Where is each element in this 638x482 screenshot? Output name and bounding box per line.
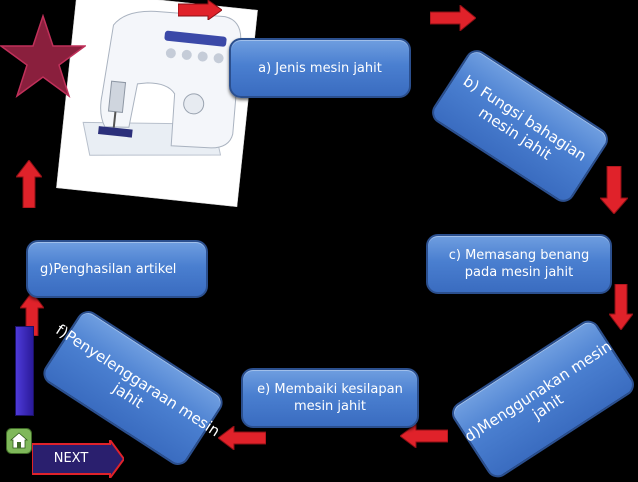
- arrow-bottom-right-icon: [400, 424, 448, 448]
- step-a-label: a) Jenis mesin jahit: [258, 60, 382, 76]
- step-g-label: g)Penghasilan artikel: [40, 261, 177, 277]
- arrow-down-right-1-icon: [600, 166, 628, 214]
- arrow-bottom-left-icon: [218, 426, 266, 450]
- step-d-label-line2: jahit: [529, 390, 567, 424]
- step-e-label-line1: e) Membaiki kesilapan: [257, 382, 403, 397]
- star-icon: [0, 13, 88, 100]
- next-button[interactable]: NEXT: [31, 436, 126, 482]
- step-g-box[interactable]: g)Penghasilan artikel: [26, 240, 208, 298]
- step-e-box[interactable]: e) Membaiki kesilapan mesin jahit: [241, 368, 419, 428]
- next-button-label: NEXT: [53, 451, 89, 466]
- arrow-up-left-1-icon: [20, 292, 44, 336]
- arrow-top-right-icon: [430, 5, 476, 31]
- arrow-up-left-2-icon: [16, 160, 42, 208]
- arrow-top-left-icon: [178, 0, 222, 20]
- arrow-down-right-2-icon: [609, 284, 633, 330]
- step-c-label-line1: c) Memasang benang: [448, 248, 590, 263]
- step-d-box[interactable]: d)Menggunakan mesin jahit: [447, 316, 638, 482]
- side-nav-button[interactable]: [15, 326, 34, 416]
- step-f-label-line1: f)Penyelenggaraan mesin: [52, 320, 224, 441]
- step-d-label-line1: d)Menggunakan mesin: [461, 337, 615, 446]
- step-a-box[interactable]: a) Jenis mesin jahit: [229, 38, 411, 98]
- step-b-box[interactable]: b) Fungsi bahagian mesin jahit: [427, 45, 613, 207]
- sewing-machine-image: [55, 0, 259, 208]
- home-icon[interactable]: [6, 428, 32, 454]
- step-e-label-line2: mesin jahit: [294, 399, 366, 414]
- step-c-box[interactable]: c) Memasang benang pada mesin jahit: [426, 234, 612, 294]
- step-f-label-line2: jahit: [109, 379, 147, 413]
- step-c-label-line2: pada mesin jahit: [464, 265, 574, 280]
